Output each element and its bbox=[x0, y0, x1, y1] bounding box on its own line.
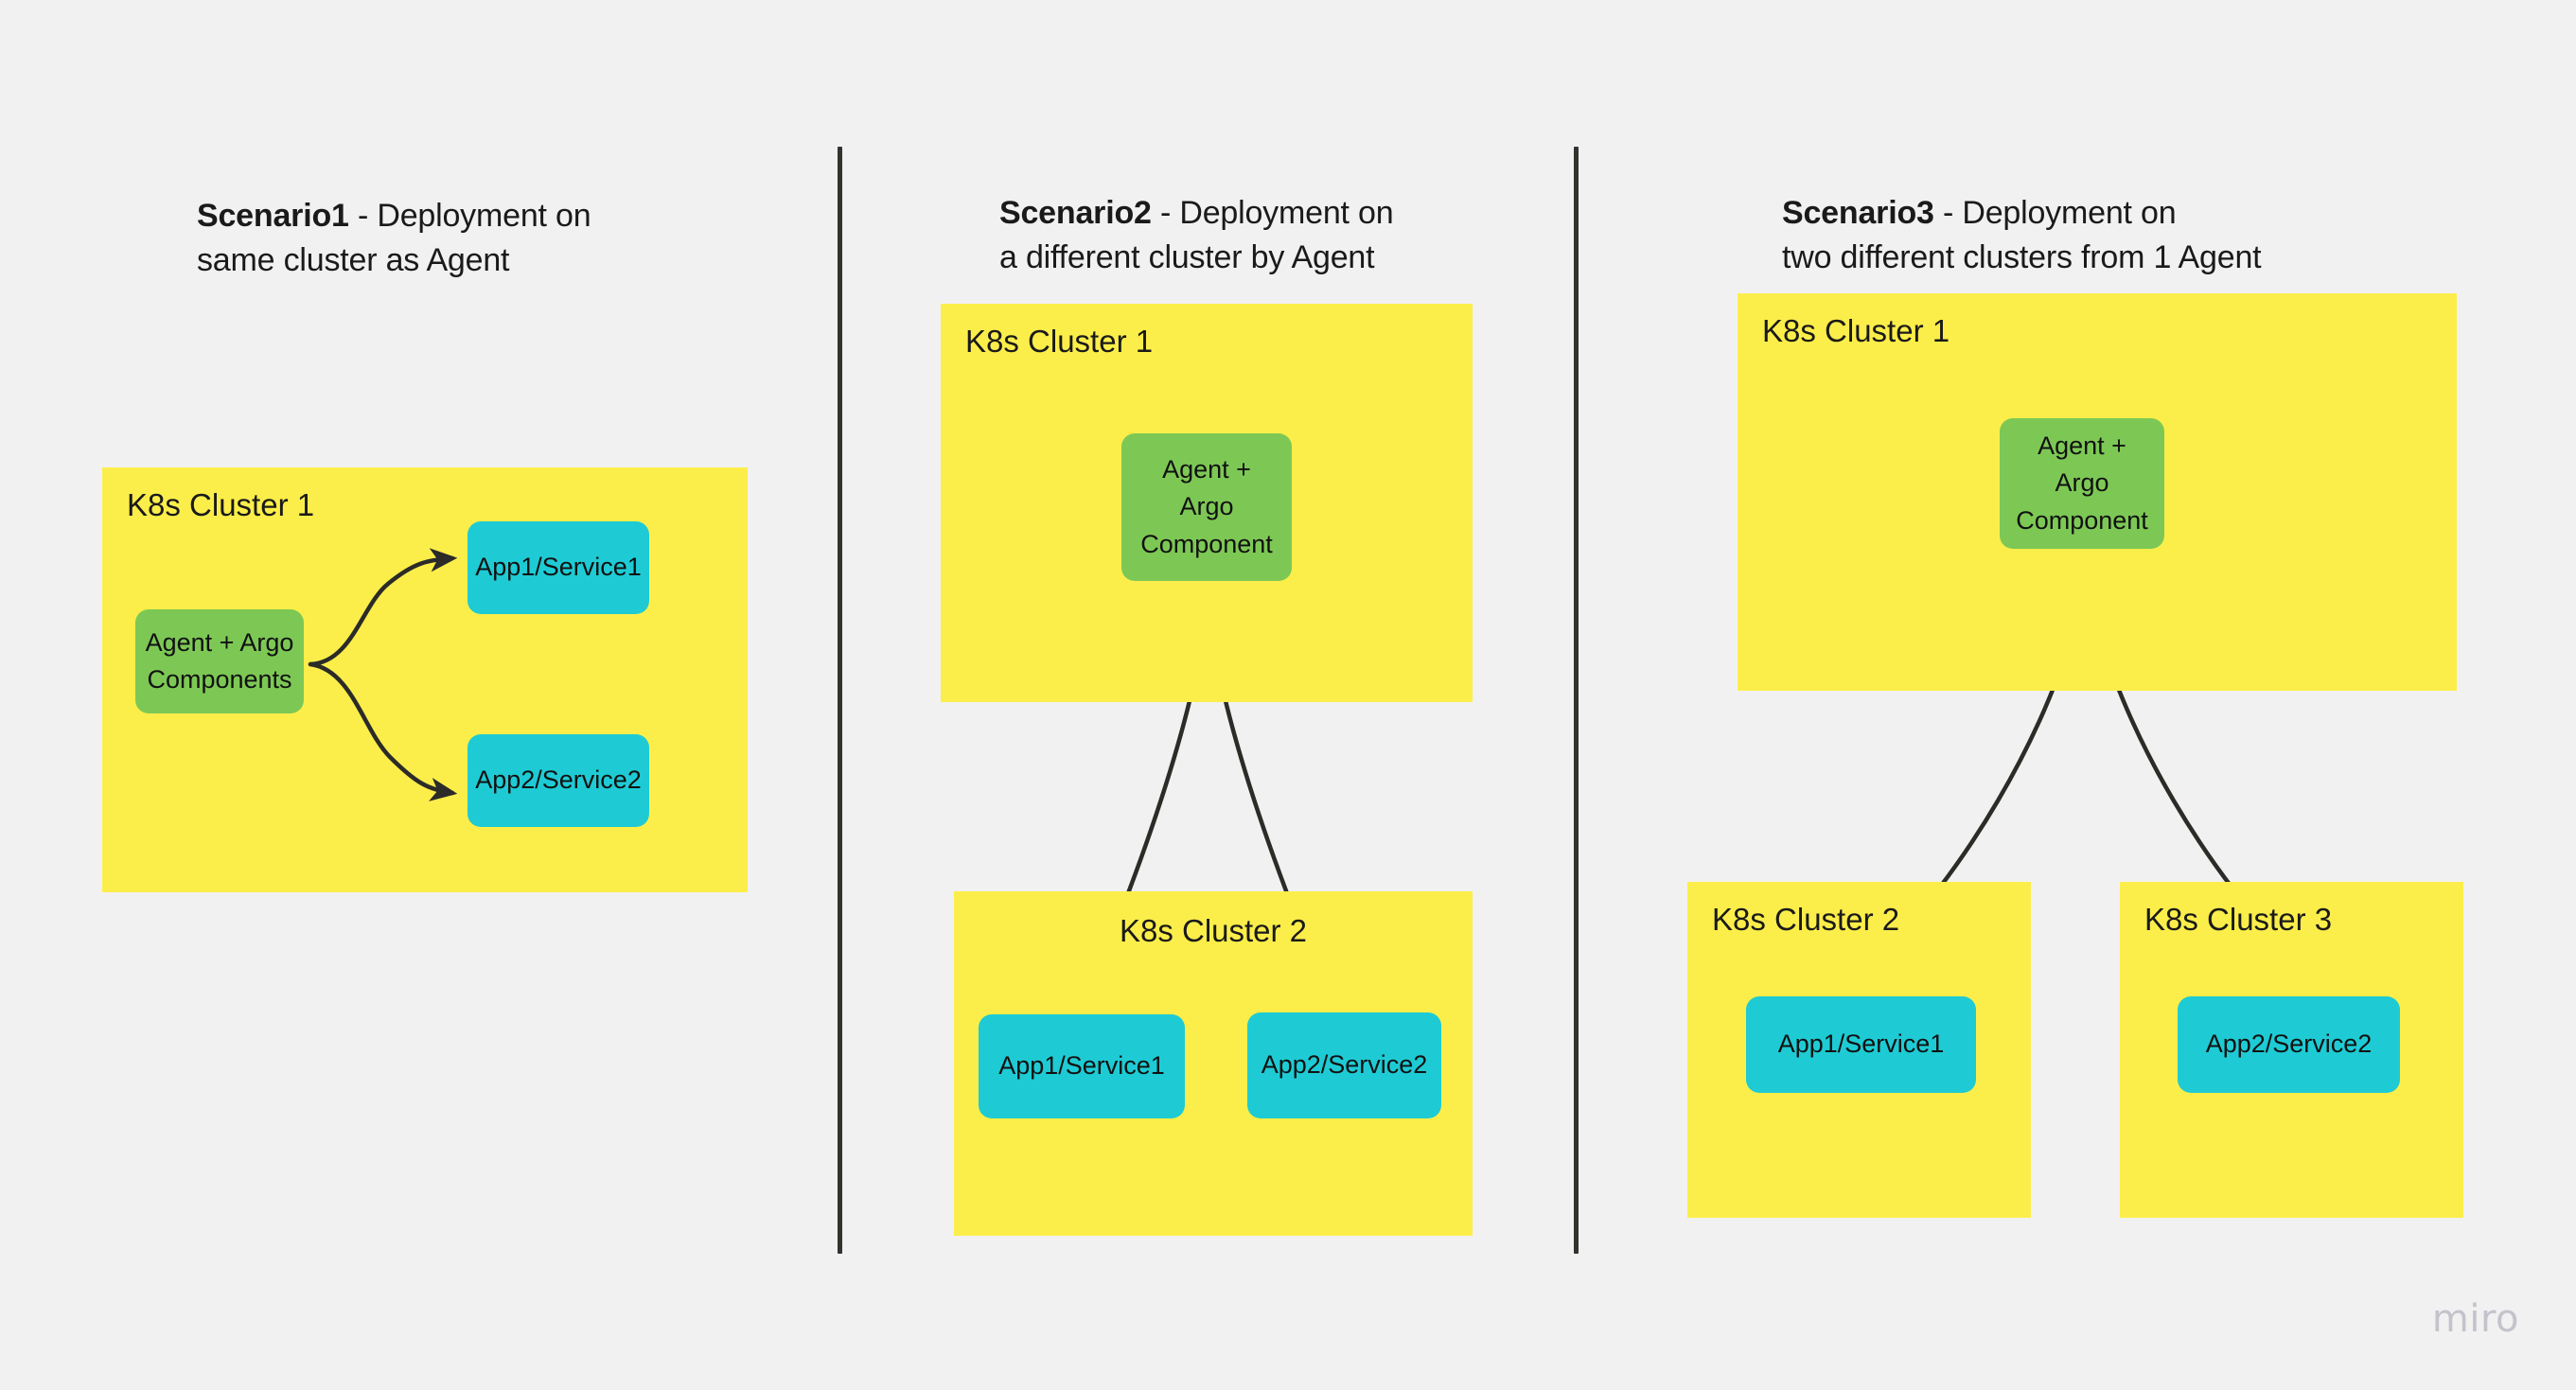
node-s2-app1[interactable]: App1/Service1 bbox=[979, 1014, 1185, 1118]
scenario-divider-1 bbox=[838, 147, 842, 1254]
scenario-divider-2 bbox=[1574, 147, 1579, 1254]
cluster-label-s3-cluster2: K8s Cluster 2 bbox=[1712, 902, 1900, 937]
node-s1-agent[interactable]: Agent + Argo Components bbox=[135, 609, 304, 713]
scenario3-title-strong: Scenario3 bbox=[1782, 194, 1934, 231]
scenario1-title-rest: - Deployment on same cluster as Agent bbox=[197, 197, 591, 278]
miro-watermark: miro bbox=[2431, 1297, 2519, 1341]
cluster-label-s3-cluster3: K8s Cluster 3 bbox=[2144, 902, 2333, 937]
scenario2-title-rest: - Deployment on a different cluster by A… bbox=[999, 194, 1394, 275]
scenario3-title: Scenario3 - Deployment on two different … bbox=[1782, 147, 2369, 280]
cluster-label-s2-cluster2: K8s Cluster 2 bbox=[1119, 913, 1308, 948]
node-s1-app2[interactable]: App2/Service2 bbox=[468, 734, 649, 827]
scenario2-title: Scenario2 - Deployment on a different cl… bbox=[999, 147, 1491, 280]
scenario1-title: Scenario1 - Deployment on same cluster a… bbox=[197, 150, 689, 283]
node-s3-app1[interactable]: App1/Service1 bbox=[1746, 996, 1976, 1093]
node-s1-app1[interactable]: App1/Service1 bbox=[468, 521, 649, 614]
scenario3-title-rest: - Deployment on two different clusters f… bbox=[1782, 194, 2262, 275]
scenario1-title-strong: Scenario1 bbox=[197, 197, 349, 234]
scenario2-title-strong: Scenario2 bbox=[999, 194, 1152, 231]
node-s2-agent[interactable]: Agent + Argo Component bbox=[1121, 433, 1292, 581]
cluster-label-s3-cluster1: K8s Cluster 1 bbox=[1762, 313, 1950, 348]
cluster-label-s2-cluster1: K8s Cluster 1 bbox=[965, 324, 1154, 359]
cluster-label-s1-cluster1: K8s Cluster 1 bbox=[127, 487, 315, 522]
node-s3-app2[interactable]: App2/Service2 bbox=[2178, 996, 2400, 1093]
node-s2-app2[interactable]: App2/Service2 bbox=[1247, 1012, 1441, 1118]
node-s3-agent[interactable]: Agent + Argo Component bbox=[2000, 418, 2164, 549]
